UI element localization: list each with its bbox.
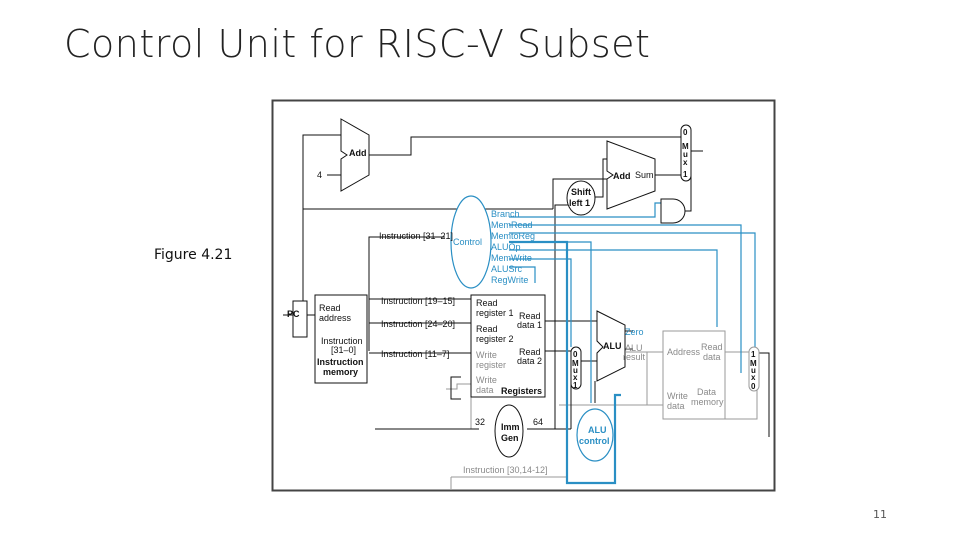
instr-24-20-label: Instruction [24–20]	[381, 319, 455, 329]
reg-out2-label-2: data 2	[517, 356, 542, 366]
instr-mem-out-2: [31–0]	[331, 345, 356, 355]
signal-branch: Branch	[491, 209, 520, 219]
alu-src-mux: 0 M u x 1	[570, 346, 582, 390]
reg-write-label-1: Write	[476, 350, 497, 360]
reg-wdata-label-1: Write	[476, 375, 497, 385]
reg-read2-label-2: register 2	[476, 334, 514, 344]
branch-adder: Add Sum	[606, 140, 656, 210]
four-label: 4	[317, 170, 322, 180]
slide-title: Control Unit for RISC-V Subset	[64, 22, 651, 66]
dm-data-label-2: memory	[691, 397, 724, 407]
instr-mem-out-1: Instruction	[321, 336, 363, 346]
signal-alusrc: ALUSrc	[491, 264, 523, 274]
mux-mem-1: 1	[751, 350, 756, 359]
instr-11-7-label: Instruction [11–7]	[381, 349, 449, 359]
alu-control-unit: ALU control	[576, 408, 614, 462]
reg-out1-label-1: Read	[519, 311, 541, 321]
mux-alu-x: x	[573, 373, 578, 382]
datapath-diagram: PC Read address Instruction [31–0] Instr…	[271, 99, 776, 492]
alu-control-label-2: control	[579, 436, 610, 446]
alu-label: ALU	[603, 341, 622, 351]
bits-32-label: 32	[475, 417, 485, 427]
shift-label-1: Shift	[571, 187, 591, 197]
signal-memwrite: MemWrite	[491, 253, 532, 263]
alu-result-label-1: ALU	[625, 343, 643, 353]
page-number: 11	[873, 508, 887, 521]
datapath-figure: PC Read address Instruction [31–0] Instr…	[271, 99, 776, 492]
mux-mem-0: 0	[751, 382, 756, 391]
data-memory: Address Read data Write data Data memory	[662, 330, 726, 420]
zero-label: Zero	[625, 327, 644, 337]
signal-regwrite: RegWrite	[491, 275, 528, 285]
reg-out2-label-1: Read	[519, 347, 541, 357]
mux-top-u: u	[683, 150, 688, 159]
dm-address-label: Address	[667, 347, 701, 357]
branch-and-gate	[660, 198, 686, 224]
control-unit: Control Branch MemRead MemtoReg ALUOp Me…	[379, 195, 535, 289]
pc-mux: 0 M u x 1	[680, 124, 692, 182]
control-wires	[509, 202, 756, 485]
bits-64-label: 64	[533, 417, 543, 427]
mux-top-1: 1	[683, 170, 688, 179]
reg-wdata-label-2: data	[476, 385, 494, 395]
mux-mem-u: u	[751, 366, 756, 375]
pc-label: PC	[287, 309, 300, 319]
signal-memread: MemRead	[491, 220, 533, 230]
dm-data-label-1: Data	[697, 387, 716, 397]
imm-label-1: Imm	[501, 422, 520, 432]
reg-write-label-2: register	[476, 360, 506, 370]
alu-control-label-1: ALU	[588, 425, 607, 435]
mux-top-x: x	[683, 158, 688, 167]
imm-gen: Imm Gen 32 64	[475, 404, 543, 458]
reg-out1-label-2: data 1	[517, 320, 542, 330]
mux-top-0: 0	[683, 128, 688, 137]
mux-mem-x: x	[751, 373, 756, 382]
shift-left-unit: Shift left 1	[566, 180, 596, 216]
imm-label-2: Gen	[501, 433, 519, 443]
mux-mem-m: M	[750, 359, 757, 368]
alu-result-label-2: result	[623, 352, 646, 362]
dm-write-label-2: data	[667, 401, 685, 411]
instr-control-label: Instruction [31–21]	[379, 231, 453, 241]
alu-unit: ALU Zero ALU result	[596, 310, 646, 382]
shift-label-2: left 1	[569, 198, 590, 208]
instr-30-14-12-label: Instruction [30,14-12]	[463, 465, 548, 475]
signal-aluop: ALUOp	[491, 242, 521, 252]
dm-write-label-1: Write	[667, 391, 688, 401]
reg-read1-label-2: register 1	[476, 308, 514, 318]
mux-alu-1: 1	[573, 381, 578, 390]
register-file: Read register 1 Read register 2 Write re…	[470, 294, 546, 398]
mem-to-reg-mux: 1 M u x 0	[748, 346, 760, 392]
mux-top-m: M	[682, 142, 689, 151]
mux-alu-u: u	[573, 366, 578, 375]
pc-adder: Add 4	[317, 118, 370, 192]
read-address-label-2: address	[319, 313, 352, 323]
add-sum-sum-label: Sum	[635, 170, 654, 180]
pc-register: PC	[287, 300, 308, 338]
registers-label: Registers	[501, 386, 542, 396]
reg-read2-label-1: Read	[476, 324, 498, 334]
instr-mem-label-1: Instruction	[317, 357, 364, 367]
signal-memtoreg: MemtoReg	[491, 231, 535, 241]
read-address-label-1: Read	[319, 303, 341, 313]
control-label: Control	[453, 237, 482, 247]
dm-read-label-2: data	[703, 352, 721, 362]
instr-19-15-label: Instruction [19–15]	[381, 296, 455, 306]
dm-read-label-1: Read	[701, 342, 723, 352]
add-sum-add-label: Add	[613, 171, 631, 181]
add-label: Add	[349, 148, 367, 158]
instruction-memory: Read address Instruction [31–0] Instruct…	[314, 294, 368, 384]
reg-read1-label-1: Read	[476, 298, 498, 308]
mux-alu-0: 0	[573, 350, 578, 359]
figure-caption: Figure 4.21	[154, 247, 233, 263]
instr-mem-label-2: memory	[323, 367, 358, 377]
mux-alu-m: M	[572, 359, 579, 368]
